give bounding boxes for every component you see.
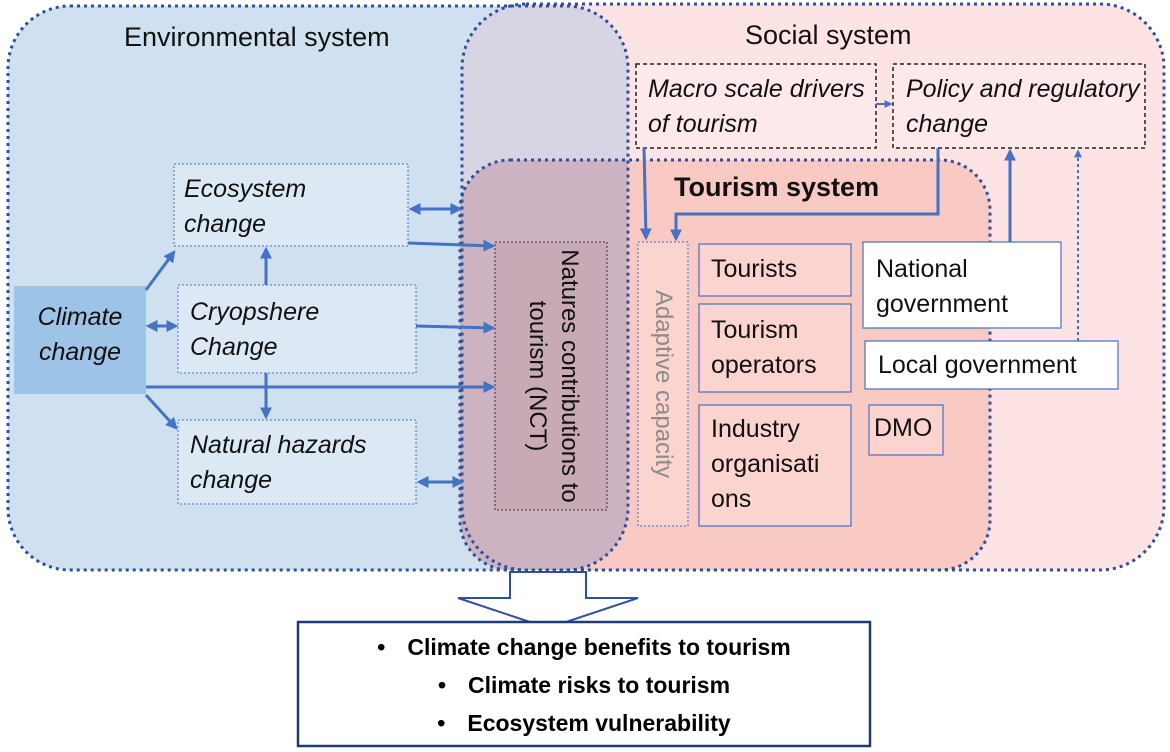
- tourism-system-title: Tourism system: [674, 172, 880, 202]
- climate-change-box: [14, 286, 146, 394]
- adaptive-capacity-box: [637, 241, 689, 527]
- dmo-box: [868, 404, 944, 456]
- policy-change-label: Policy and regulatory change: [906, 75, 1140, 138]
- tourists-box: [698, 243, 852, 297]
- social-system-title: Social system: [745, 20, 912, 50]
- adaptive-capacity-label: Adaptive capacity: [650, 289, 677, 479]
- climate-change-label: Climate change: [37, 303, 123, 366]
- outcome-item: Climate change benefits to tourism: [300, 628, 868, 666]
- cryosphere-change-box: [177, 284, 417, 374]
- tourists-label: Tourists: [711, 255, 798, 283]
- arrow-ecosystem-to-nct: [407, 239, 496, 252]
- nct-box: [494, 241, 608, 511]
- arrow-cryosphere-to-nct: [415, 321, 496, 334]
- macro-drivers-box: [635, 63, 877, 149]
- local-government-box: [864, 340, 1119, 390]
- outcomes-list: Climate change benefits to tourism Clima…: [300, 628, 868, 742]
- dmo-label: DMO: [874, 414, 933, 442]
- ecosystem-change-box: [173, 163, 409, 247]
- policy-change-box: [892, 63, 1146, 149]
- nct-label: Natures contributions to tourism (NCT): [524, 249, 583, 503]
- environmental-system-title: Environmental system: [124, 22, 390, 52]
- tourism-operators-box: [698, 303, 852, 393]
- cryosphere-change-label: Cryopshere Change: [190, 298, 320, 361]
- arrow-climate-to-hazards: [144, 393, 178, 430]
- environmental-system-outline: [6, 4, 630, 572]
- outcome-arrow: [457, 571, 639, 630]
- outcome-item: Climate risks to tourism: [300, 666, 868, 704]
- outcome-item: Ecosystem vulnerability: [300, 704, 868, 742]
- industry-organisations-label: Industry organisati ons: [711, 415, 820, 513]
- arrow-macro-to-adaptive: [639, 147, 652, 241]
- local-government-label: Local government: [878, 351, 1077, 379]
- ecosystem-change-label: Ecosystem change: [184, 175, 307, 238]
- natural-hazards-change-label: Natural hazards change: [190, 431, 367, 494]
- natural-hazards-change-box: [177, 419, 417, 505]
- arrow-policy-to-adaptive: [670, 148, 940, 242]
- national-government-label: National government: [876, 255, 1009, 318]
- national-government-box: [862, 241, 1062, 329]
- arrow-climate-to-ecosystem: [144, 250, 176, 291]
- industry-organisations-box: [698, 404, 852, 527]
- tourism-operators-label: Tourism operators: [711, 316, 817, 379]
- macro-drivers-label: Macro scale drivers of tourism: [648, 75, 865, 138]
